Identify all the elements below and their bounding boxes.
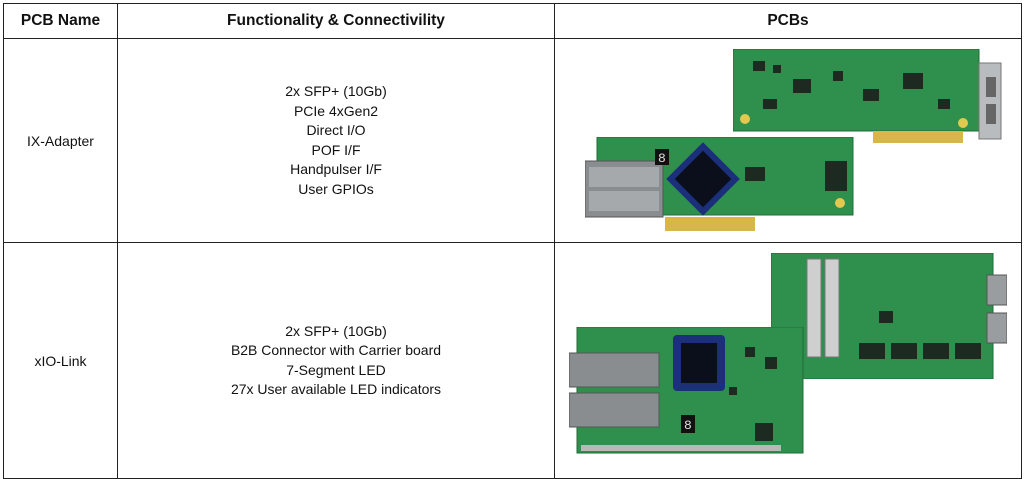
pcb-images-cell: 8 (554, 242, 1022, 479)
pcb-images-cell: 8 (554, 38, 1022, 243)
feature-line: Handpulser I/F (290, 161, 382, 177)
header-pcbs: PCBs (554, 3, 1022, 39)
functionality-cell: 2x SFP+ (10Gb) B2B Connector with Carrie… (117, 242, 555, 479)
seven-segment-digit: 8 (658, 151, 666, 166)
feature-line: 2x SFP+ (10Gb) (285, 322, 387, 339)
header-functionality: Functionality & Connectivility (117, 3, 555, 39)
pcb-name-cell: IX-Adapter (3, 38, 118, 243)
feature-line: Direct I/O (306, 122, 366, 138)
feature-line: B2B Connector with Carrier board (230, 342, 442, 358)
header-pcb-name: PCB Name (3, 3, 118, 39)
feature-line: 7-Segment LED (286, 361, 386, 378)
seven-segment-digit: 8 (684, 418, 692, 433)
ix-adapter-back-photo (733, 49, 1002, 143)
table-row-ix-adapter: IX-Adapter 2x SFP+ (10Gb) PCIe 4xGen2 Di… (3, 38, 1022, 243)
pcb-table: PCB Name Functionality & Connectivility … (3, 3, 1022, 479)
header-row: PCB Name Functionality & Connectivility … (3, 3, 1022, 39)
ix-adapter-front-photo: 8 (585, 137, 854, 231)
functionality-cell: 2x SFP+ (10Gb) PCIe 4xGen2 Direct I/O PO… (117, 38, 555, 243)
xio-link-front-photo: 8 (569, 327, 804, 454)
xio-link-back-photo (771, 253, 1007, 379)
feature-line: User GPIOs (298, 180, 374, 197)
feature-line: PCIe 4xGen2 (293, 102, 379, 119)
feature-line: 27x User available LED indicators (230, 381, 442, 397)
table-row-xio-link: xIO-Link 2x SFP+ (10Gb) B2B Connector wi… (3, 242, 1022, 479)
pcb-name-cell: xIO-Link (3, 242, 118, 479)
feature-line: POF I/F (311, 141, 361, 158)
feature-line: 2x SFP+ (10Gb) (285, 83, 387, 99)
